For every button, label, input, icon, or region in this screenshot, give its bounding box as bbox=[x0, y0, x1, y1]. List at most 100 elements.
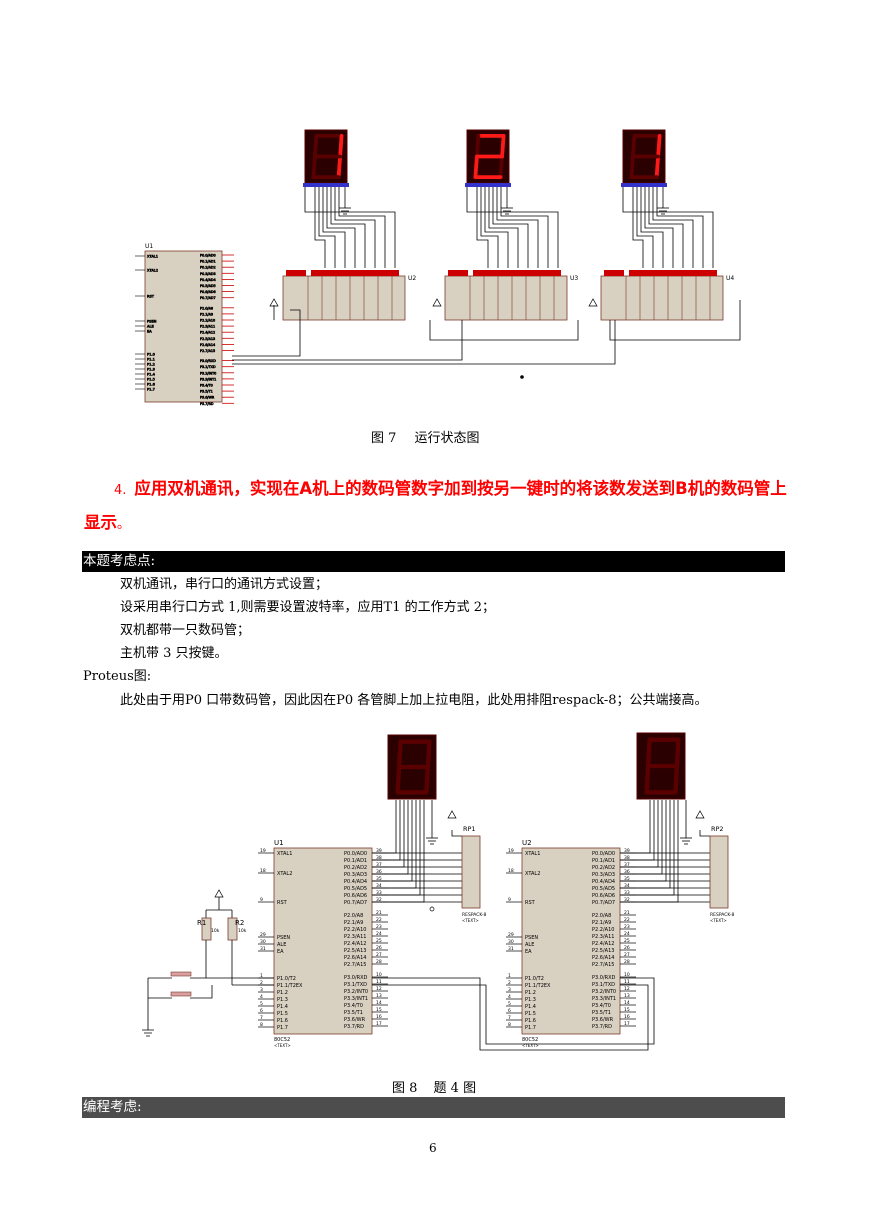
seven-segment-display-1 bbox=[304, 129, 348, 184]
mcu-pin-label: P2.4/A12 bbox=[344, 941, 366, 947]
mcu-pin-label: P1.5 bbox=[525, 1011, 536, 1017]
mcu-pin-label: P0.4/AD4 bbox=[200, 278, 216, 282]
mcu-pin-number: 39 bbox=[624, 848, 630, 854]
mcu-pin-label: RST bbox=[147, 295, 155, 299]
mcu-pin-label: EA bbox=[277, 949, 284, 955]
mcu-pin-number: 5 bbox=[260, 1001, 263, 1007]
mcu-pin-label: P0.0/AD0 bbox=[344, 851, 367, 857]
chip-sublabel-u1: <TEXT> bbox=[274, 1043, 291, 1048]
mcu-pin-number: 1 bbox=[260, 973, 263, 979]
consideration-line-4: 主机带 3 只按键。 bbox=[120, 646, 228, 661]
mcu-pin-number: 30 bbox=[260, 939, 266, 945]
mcu-pin-label: P2.1/A9 bbox=[200, 312, 213, 316]
mcu-pin-label: P0.7/AD7 bbox=[344, 900, 367, 906]
mcu-pin-label: P2.0/A8 bbox=[344, 913, 363, 919]
mcu-pin-number: 8 bbox=[260, 1022, 263, 1028]
mcu-pin-number: 14 bbox=[624, 1000, 630, 1006]
mcu-pin-label: P0.0/AD0 bbox=[592, 851, 615, 857]
respack-rp2 bbox=[709, 835, 729, 909]
mcu-pin-number: 9 bbox=[260, 897, 263, 903]
mcu-pin-label: P0.4/AD4 bbox=[344, 879, 367, 885]
mcu-pin-label: P1.7 bbox=[277, 1025, 288, 1031]
mcu-pin-number: 25 bbox=[624, 938, 630, 944]
consideration-line-3: 双机都带一只数码管； bbox=[120, 623, 251, 638]
resistor-value-r2: 10k bbox=[238, 928, 247, 934]
mcu-pin-number: 15 bbox=[376, 1007, 382, 1013]
mcu-pin-label: P0.6/AD6 bbox=[344, 893, 367, 899]
mcu-pin-label: P3.5/T1 bbox=[592, 1010, 611, 1016]
mcu-pin-number: 22 bbox=[376, 917, 382, 923]
mcu-pin-label: P0.2/AD2 bbox=[344, 865, 367, 871]
mcu-pin-label: P2.5/A13 bbox=[200, 337, 215, 341]
mcu-pin-number: 27 bbox=[376, 952, 382, 958]
mcu-pin-label: P2.1/A9 bbox=[592, 920, 611, 926]
resistor-value-r1: 10k bbox=[211, 928, 220, 934]
mcu-pin-number: 11 bbox=[624, 979, 630, 985]
mcu-pin-number: 19 bbox=[508, 848, 514, 854]
mcu-pin-label: P3.3/INT1 bbox=[344, 996, 368, 1002]
respack-sublabel-1: <TEXT> bbox=[462, 918, 479, 923]
question-title: 应用双机通讯，实现在A机上的数码管数字加到按另一键时的将该数发送到B机的数码管上… bbox=[84, 479, 787, 532]
mcu-pin-number: 6 bbox=[508, 1008, 511, 1014]
mcu-pin-label: P1.1/T2EX bbox=[525, 983, 551, 989]
mcu-pin-label: P1.0 bbox=[147, 353, 156, 357]
mcu-pin-label: P2.2/A10 bbox=[344, 927, 366, 933]
mcu-pin-label: P2.6/A14 bbox=[344, 955, 366, 961]
mcu-pin-number: 26 bbox=[376, 945, 382, 951]
mcu-pin-number: 26 bbox=[624, 945, 630, 951]
mcu-pin-label: P2.3/A11 bbox=[200, 325, 215, 329]
mcu-pin-label: P1.7 bbox=[147, 388, 155, 392]
mcu-pin-number: 3 bbox=[260, 987, 263, 993]
respack-label-rp2: RP2 bbox=[711, 825, 724, 833]
mcu-pin-number: 8 bbox=[508, 1022, 511, 1028]
mcu-pin-number: 7 bbox=[260, 1015, 263, 1021]
push-buttons bbox=[170, 971, 192, 997]
mcu-pin-number: 2 bbox=[508, 980, 511, 986]
mcu-pin-label: P2.4/A12 bbox=[200, 331, 215, 335]
mcu-pin-number: 37 bbox=[624, 862, 630, 868]
figure-8-caption: 图 8 题 4 图 bbox=[392, 1077, 476, 1096]
mcu-pin-number: 3 bbox=[508, 987, 511, 993]
mcu-pin-number: 9 bbox=[508, 897, 511, 903]
respack-label-rp1: RP1 bbox=[463, 825, 476, 833]
mcu-pin-label: EA bbox=[525, 949, 532, 955]
mcu-pin-label: P3.2/INT0 bbox=[200, 371, 216, 375]
respack-sublabel-2: <TEXT> bbox=[710, 918, 727, 923]
mcu-pin-number: 14 bbox=[376, 1000, 382, 1006]
latch-chip-u4 bbox=[600, 270, 724, 321]
mcu-pin-number: 2 bbox=[260, 980, 263, 986]
mcu-pin-number: 33 bbox=[624, 890, 630, 896]
mcu-pin-number: 23 bbox=[376, 924, 382, 930]
mcu-pin-label: P2.3/A11 bbox=[592, 934, 614, 940]
control-wires bbox=[232, 300, 741, 365]
figure-7-caption-text: 运行状态图 bbox=[414, 431, 480, 446]
mcu-pin-number: 12 bbox=[624, 986, 630, 992]
mcu-pin-label: P2.5/A13 bbox=[344, 948, 366, 954]
segment-e bbox=[395, 764, 402, 795]
segment-e bbox=[473, 154, 479, 180]
mcu-pin-label: P3.5/T1 bbox=[200, 390, 213, 394]
mcu-pin-label: P1.5 bbox=[277, 1011, 288, 1017]
mcu-pin-label: XTAL1 bbox=[525, 851, 540, 857]
mcu-pin-label: P2.2/A10 bbox=[592, 927, 614, 933]
figure-8-caption-number: 图 8 bbox=[392, 1081, 418, 1096]
mcu-pin-label: P3.0/RXD bbox=[344, 975, 368, 981]
mcu-pin-number: 31 bbox=[260, 946, 266, 952]
mcu-pin-number: 31 bbox=[508, 946, 514, 952]
mcu-pin-label: P2.3/A11 bbox=[344, 934, 366, 940]
mcu-pin-number: 22 bbox=[624, 917, 630, 923]
mcu-pin-label: XTAL2 bbox=[277, 871, 292, 877]
figure-8-caption-text: 题 4 图 bbox=[433, 1081, 477, 1096]
mcu-pin-number: 11 bbox=[376, 979, 382, 985]
seven-segment-display-a bbox=[387, 734, 437, 800]
consideration-line-2: 设采用串行口方式 1,则需要设置波特率，应用T1 的工作方式 2； bbox=[120, 600, 496, 615]
mcu-pin-label: P1.3 bbox=[525, 997, 536, 1003]
display-pin-markers bbox=[303, 183, 667, 187]
mcu-pin-label: P1.4 bbox=[277, 1004, 288, 1010]
chip-label-u4: U4 bbox=[726, 275, 734, 282]
mcu-pin-number: 10 bbox=[376, 972, 382, 978]
mcu-pin-number: 25 bbox=[376, 938, 382, 944]
mcu-pin-label: EA bbox=[147, 330, 152, 334]
